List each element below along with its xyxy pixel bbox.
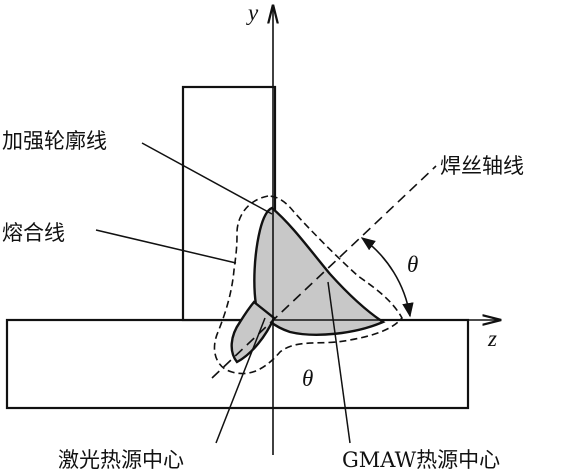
label-laser-center: 激光热源中心 bbox=[58, 448, 184, 471]
gmaw-weld-bead bbox=[253, 206, 386, 336]
theta-upper-label: θ bbox=[407, 252, 418, 277]
leader-fusion bbox=[95, 229, 237, 264]
leader-reinforcement bbox=[141, 142, 273, 215]
label-gmaw-center: GMAW热源中心 bbox=[342, 448, 500, 471]
fusion-line bbox=[213, 195, 403, 375]
leader-laser bbox=[215, 317, 266, 444]
label-fusion-line: 熔合线 bbox=[2, 221, 65, 245]
theta-arc-upper bbox=[360, 237, 414, 318]
theta-lower-label: θ bbox=[302, 366, 313, 391]
leader-gmaw bbox=[327, 281, 351, 444]
wire-axis-line bbox=[211, 165, 437, 379]
label-wire-axis: 焊丝轴线 bbox=[440, 154, 524, 178]
label-reinforcement-profile: 加强轮廓线 bbox=[2, 129, 107, 153]
z-axis-label: z bbox=[487, 326, 497, 351]
laser-weld-region bbox=[230, 300, 276, 364]
y-axis-label: y bbox=[246, 0, 259, 25]
